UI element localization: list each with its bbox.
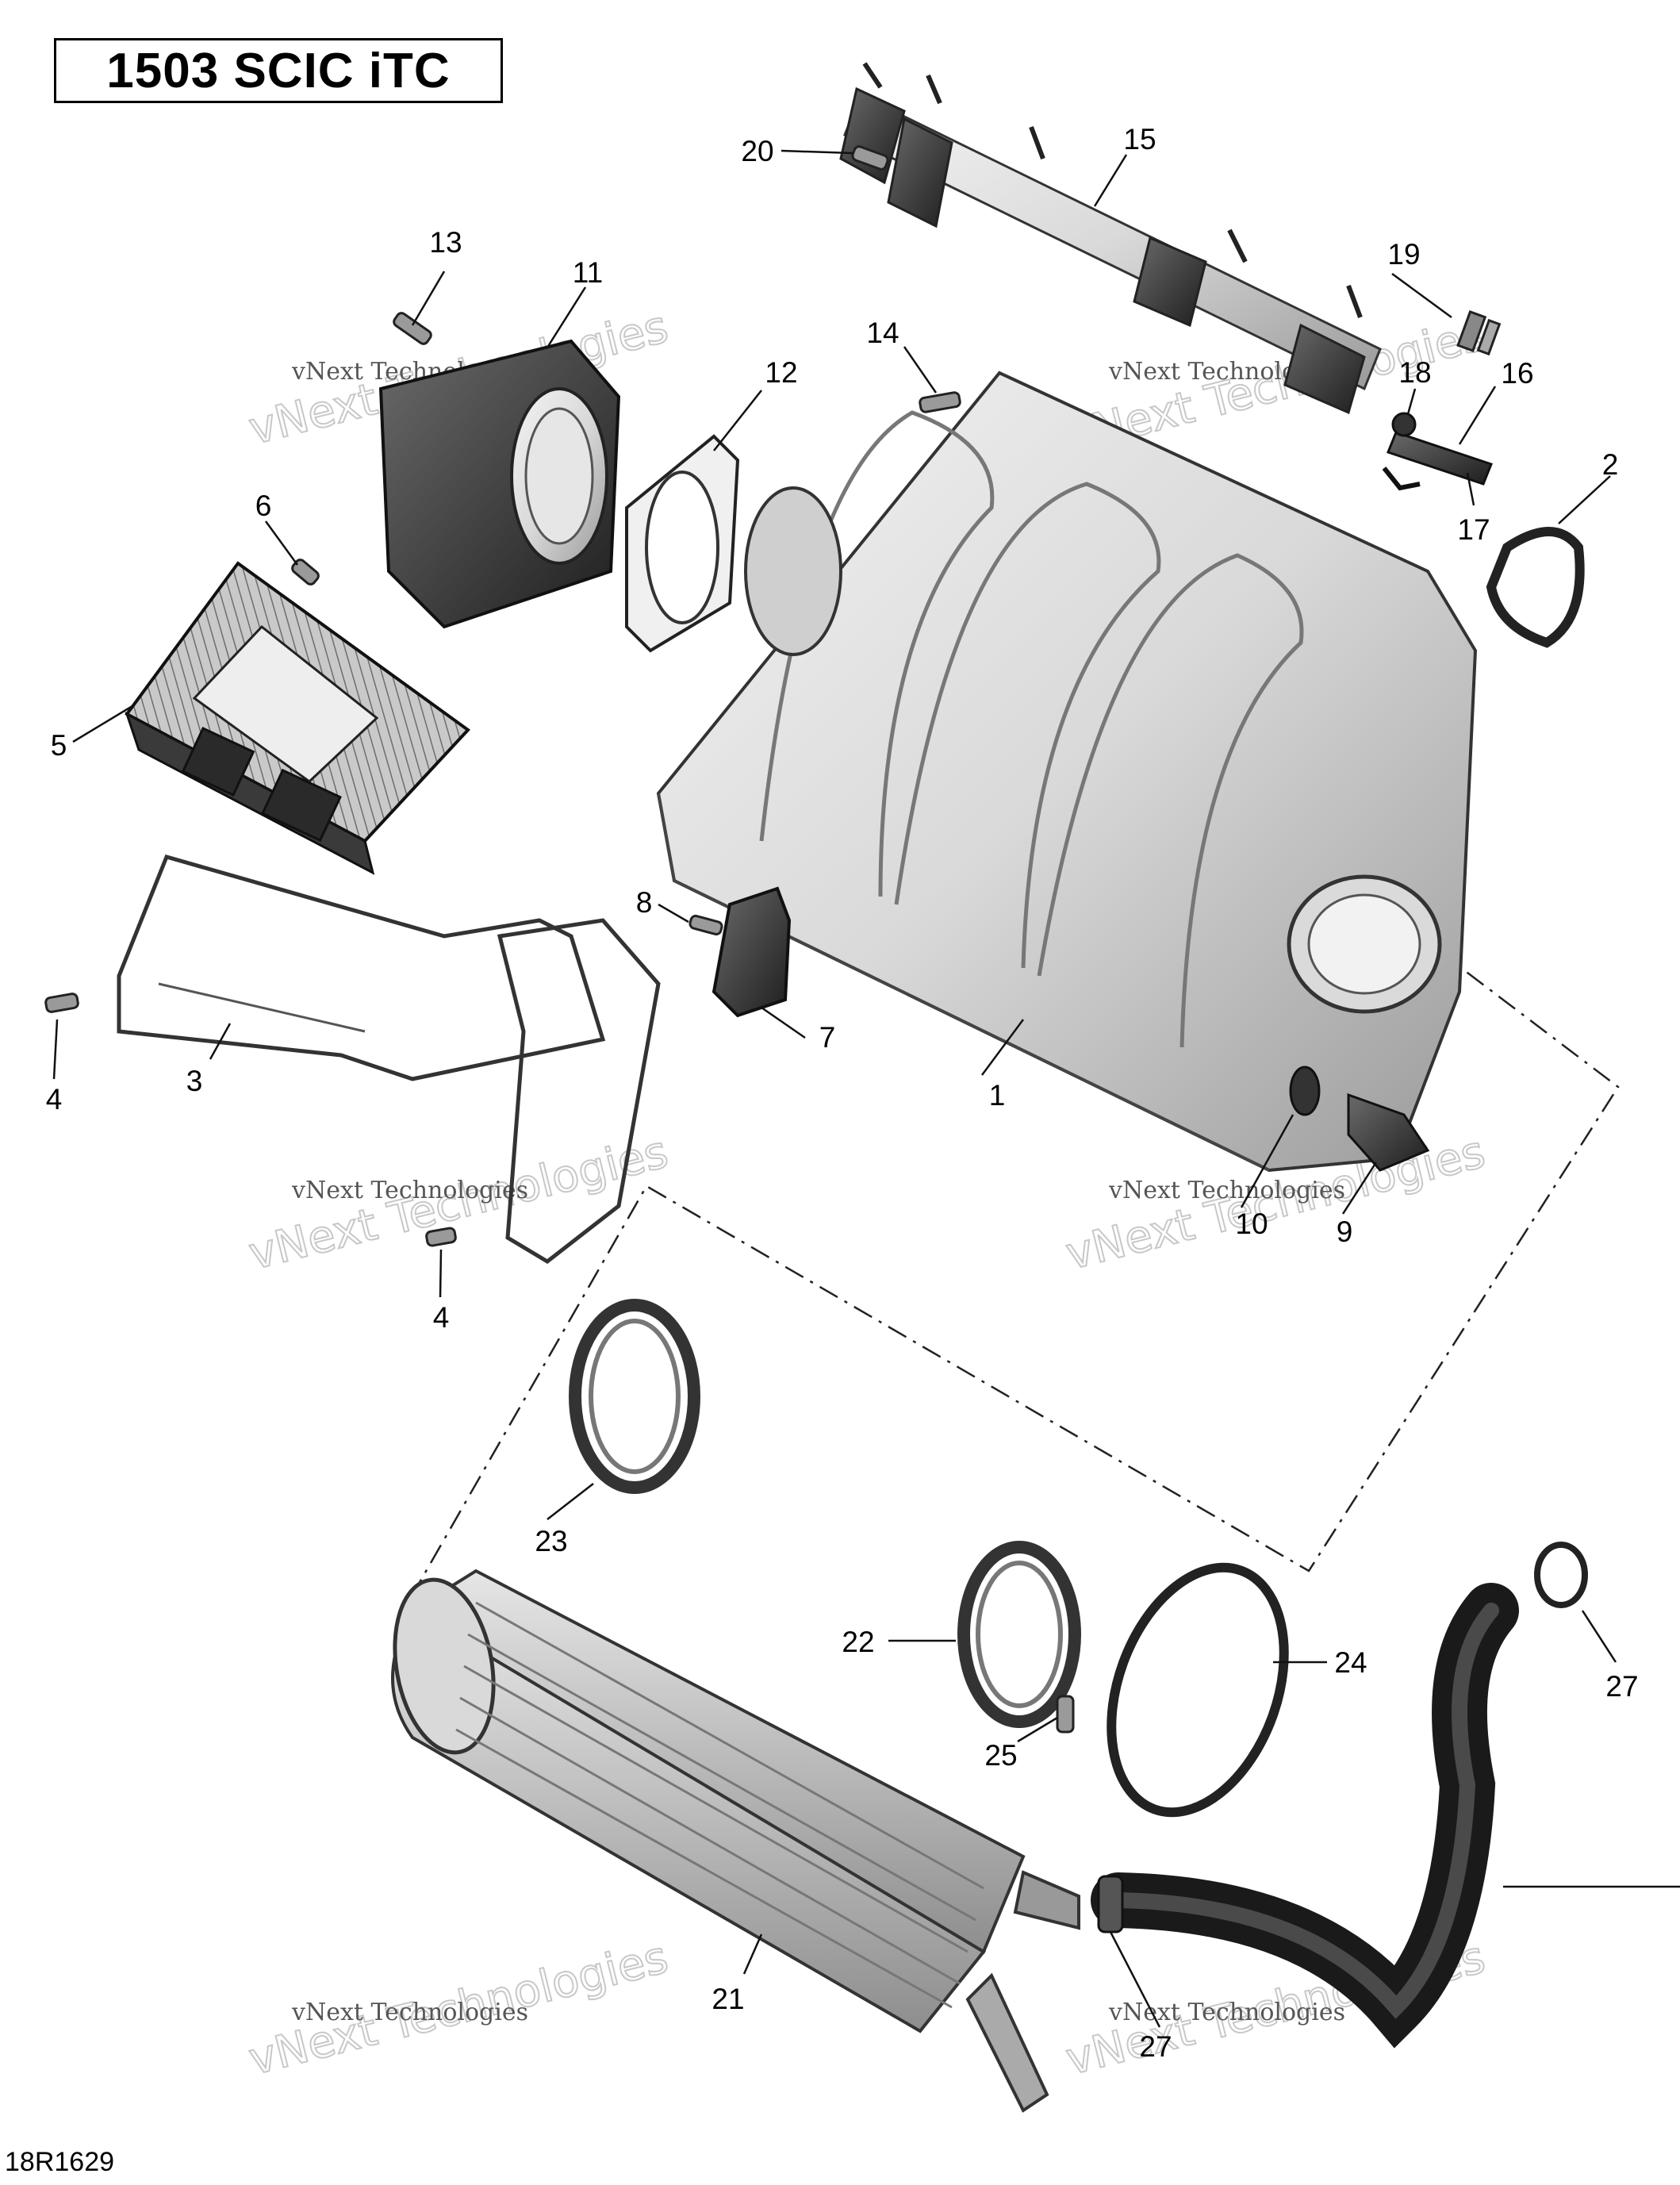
watermark-text: vNext Technologies [291,1999,528,2026]
callout-21: 21 [712,1983,744,2015]
watermark-middle-left: vNext Technologies vNext Technologies [244,1126,674,1281]
callout-11: 11 [573,256,603,289]
clamp-27-upper [1534,1542,1588,1608]
diagram-title: 1503 SCIC iTC [106,43,451,98]
callout-8: 8 [636,886,653,919]
callout-18: 18 [1398,356,1431,389]
callout-20: 20 [741,135,773,167]
callout-10: 10 [1235,1208,1268,1240]
hose-26 [1091,1583,1519,2049]
callout-12: 12 [765,356,797,389]
callout-1: 1 [989,1079,1006,1112]
watermark-bottom-left: vNext Technologies vNext Technologies [244,1931,674,2087]
bolt-20 [851,145,889,171]
leader-lines [52,149,1680,2028]
clamp-24 [1107,1562,1289,1818]
callout-5: 5 [51,729,67,762]
callout-22: 22 [842,1626,874,1658]
callout-23: 23 [535,1525,567,1557]
callout-16: 16 [1501,357,1533,390]
bolt-13 [393,312,432,345]
callout-19: 19 [1387,238,1420,271]
bolt-6 [291,559,320,586]
watermark-text: vNext Technologies [1108,1999,1345,2026]
callout-13: 13 [429,226,462,259]
map-sensor-7 [712,886,792,1018]
bolt-25 [1056,1695,1075,1734]
callout-9: 9 [1337,1215,1353,1248]
bolt-4-left [44,993,79,1013]
callout-4-lower: 4 [433,1301,450,1334]
callout-25: 25 [984,1739,1017,1772]
callout-4-left: 4 [46,1083,63,1116]
diagram-code: 18R1629 [5,2147,115,2177]
watermark-text: vNext Technologies [1108,1177,1345,1204]
coupler-23 [569,1299,700,1494]
callout-3: 3 [186,1065,203,1097]
clamp-27-lower [1097,1875,1124,1933]
watermark-text: vNext Technologies [291,1177,528,1204]
callout-14: 14 [866,317,899,349]
callout-2: 2 [1602,448,1619,481]
diagram-title-box: 1503 SCIC iTC [54,38,503,103]
ecm-module [125,561,471,875]
gasket-12 [625,434,740,653]
sensor-16 [1382,412,1493,491]
callout-27-upper: 27 [1605,1670,1638,1703]
bracket-side [497,918,661,1265]
callout-6: 6 [255,490,272,522]
throttle-body [378,339,621,629]
temp-sensor-9 [1347,1092,1430,1172]
o-ring-2 [1486,527,1585,648]
callout-17: 17 [1457,513,1490,546]
bolt-4-lower [425,1227,457,1247]
callout-7: 7 [819,1021,836,1054]
washer-10 [1289,1066,1321,1116]
bracket-3 [117,854,606,1081]
assembly-line-manifold-to-cooler [395,900,1620,1623]
callout-24: 24 [1334,1646,1367,1679]
callout-15: 15 [1123,123,1156,156]
callout-27-lower: 27 [1139,2030,1172,2063]
bolt-8 [688,914,723,936]
clips-19 [1456,310,1502,356]
coupler-22 [957,1541,1081,1728]
intercooler [391,1569,1080,2113]
intake-manifold [656,371,1478,1173]
bolt-14 [919,391,961,413]
